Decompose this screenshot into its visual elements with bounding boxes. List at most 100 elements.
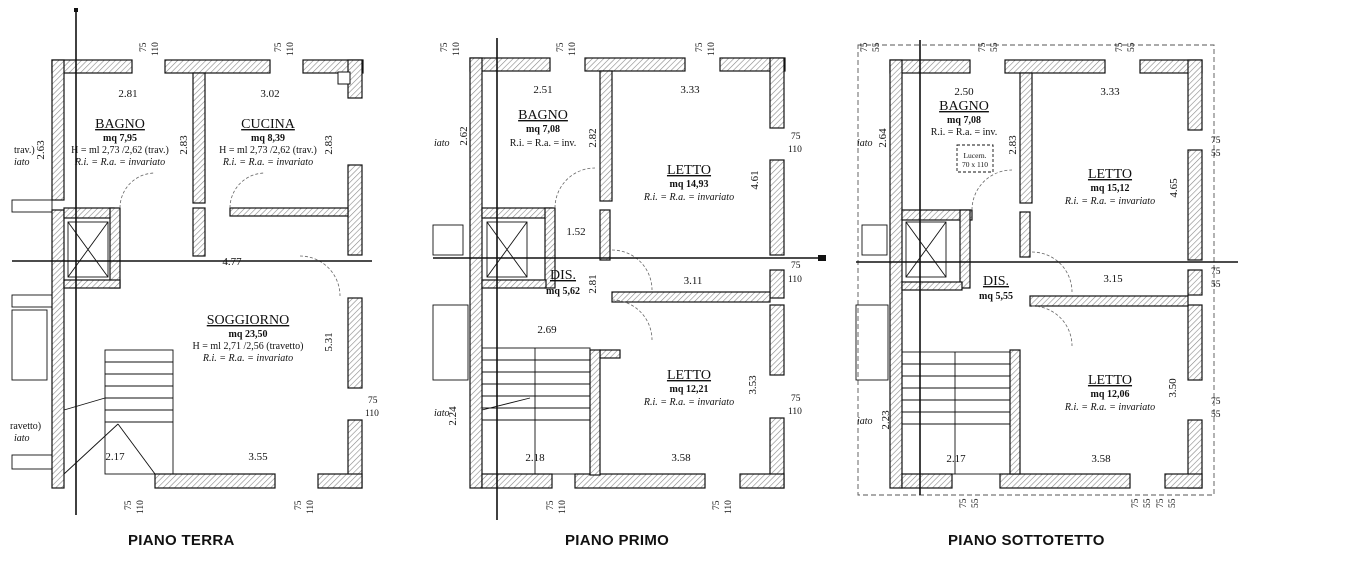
dimension-label: 3.50 [1167, 378, 1179, 398]
skylight-label: Lucern. [963, 151, 986, 160]
dimension-label: 2.81 [118, 88, 137, 100]
window-width: 75 [1211, 136, 1221, 146]
window-height: 110 [788, 407, 802, 417]
window-width: 75 [139, 42, 149, 52]
window-width: 75 [791, 394, 801, 404]
window-height: 110 [724, 500, 734, 514]
dimension-label: 2.64 [877, 128, 889, 148]
dimension-label: 2.69 [537, 324, 557, 336]
dimension-label: 5.31 [323, 332, 335, 351]
walls [469, 57, 786, 489]
dimension-label: 2.83 [323, 135, 335, 155]
dimension-label: 2.62 [458, 126, 470, 145]
room-area: mq 7,08 [526, 124, 560, 135]
window-width: 75 [368, 396, 378, 406]
dimension-label: 4.65 [1168, 178, 1180, 198]
window-height: 110 [151, 42, 161, 56]
room-note: R.i. = R.a. = invariato [643, 397, 734, 408]
dimension-label: 2.51 [533, 84, 552, 96]
room-note: R.i. = R.a. = invariato [1064, 196, 1155, 207]
window-height: 55 [1211, 149, 1221, 159]
label-fragment: ravetto) [10, 421, 41, 432]
window-height: 55 [971, 498, 981, 508]
label-fragment: iato [857, 416, 873, 427]
label-fragment: iato [857, 138, 873, 149]
dimension-label: 4.61 [749, 170, 761, 189]
room-name: LETTO [1088, 373, 1132, 388]
room-name: BAGNO [95, 117, 145, 132]
room-name: SOGGIORNO [207, 313, 289, 328]
label-fragment: iato [14, 433, 30, 444]
room-note: R.i. = R.a. = invariato [1064, 402, 1155, 413]
plan-piano-primo [432, 38, 826, 520]
window-height: 55 [872, 42, 882, 52]
room-area: mq 5,55 [979, 291, 1013, 302]
dimension-label: 3.33 [1100, 86, 1120, 98]
window-width: 75 [791, 261, 801, 271]
room-note: R.i. = R.a. = invariato [643, 192, 734, 203]
window-height: 55 [1211, 410, 1221, 420]
room-note: H = ml 2,73 /2,62 (trav.) [71, 145, 169, 156]
label-fragment: iato [14, 157, 30, 168]
window-width: 75 [556, 42, 566, 52]
dimension-label: 2.83 [1007, 135, 1019, 155]
window-height: 110 [568, 42, 578, 56]
window-width: 75 [1156, 498, 1166, 508]
room-area: mq 12,06 [1091, 389, 1130, 400]
room-note: R.i. = R.a. = invariato [74, 157, 165, 168]
window-height: 110 [136, 500, 146, 514]
window-width: 75 [124, 500, 134, 510]
room-area: mq 14,93 [670, 179, 709, 190]
room-name: BAGNO [939, 99, 989, 114]
window-width: 75 [1115, 42, 1125, 52]
dimension-label: 2.17 [946, 453, 966, 465]
window-width: 75 [978, 42, 988, 52]
dimension-label: 2.83 [178, 135, 190, 155]
room-note: H = ml 2,73 /2,62 (trav.) [219, 145, 317, 156]
room-name: CUCINA [241, 117, 296, 132]
window-height: 110 [365, 409, 379, 419]
window-height: 55 [990, 42, 1000, 52]
dimension-label: 2.82 [587, 128, 599, 147]
dimension-label: 2.18 [525, 452, 545, 464]
room-note: H = ml 2,71 /2,56 (travetto) [193, 341, 304, 352]
room-note: R.i. = R.a. = invariato [202, 353, 293, 364]
room-name: LETTO [667, 368, 711, 383]
room-name: DIS. [983, 274, 1009, 289]
room-area: mq 7,08 [947, 115, 981, 126]
plan-caption-piano-terra: PIANO TERRA [128, 532, 235, 549]
walls [889, 59, 1203, 489]
dimension-label: 3.53 [747, 375, 759, 395]
dimension-label: 3.58 [671, 452, 691, 464]
label-fragment: trav.) [14, 145, 35, 156]
room-name: LETTO [1088, 167, 1132, 182]
window-height: 110 [286, 42, 296, 56]
dimension-label: 3.02 [260, 88, 279, 100]
room-area: mq 23,50 [229, 329, 268, 340]
window-height: 55 [1168, 498, 1178, 508]
window-width: 75 [712, 500, 722, 510]
window-width: 75 [1211, 267, 1221, 277]
plan-caption-piano-primo: PIANO PRIMO [565, 532, 670, 549]
room-note: R.i. = R.a. = inv. [931, 127, 997, 138]
window-height: 110 [558, 500, 568, 514]
room-area: mq 12,21 [670, 384, 709, 395]
window-width: 75 [1211, 397, 1221, 407]
window-width: 75 [546, 500, 556, 510]
window-height: 55 [1143, 498, 1153, 508]
dimension-label: 2.50 [954, 86, 974, 98]
window-width: 75 [959, 498, 969, 508]
label-fragment: iato [434, 408, 450, 419]
skylight-size: 70 x 110 [962, 160, 988, 169]
window-width: 75 [440, 42, 450, 52]
walls [51, 59, 364, 489]
room-area: mq 15,12 [1091, 183, 1130, 194]
plan-piano-sottotetto [855, 40, 1238, 496]
window-height: 55 [1127, 42, 1137, 52]
room-name: LETTO [667, 163, 711, 178]
window-height: 110 [707, 42, 717, 56]
dimension-label: 3.15 [1103, 273, 1123, 285]
dimension-label: 3.58 [1091, 453, 1111, 465]
dimension-label: 1.52 [566, 226, 585, 238]
dimension-label: 2.17 [105, 451, 125, 463]
